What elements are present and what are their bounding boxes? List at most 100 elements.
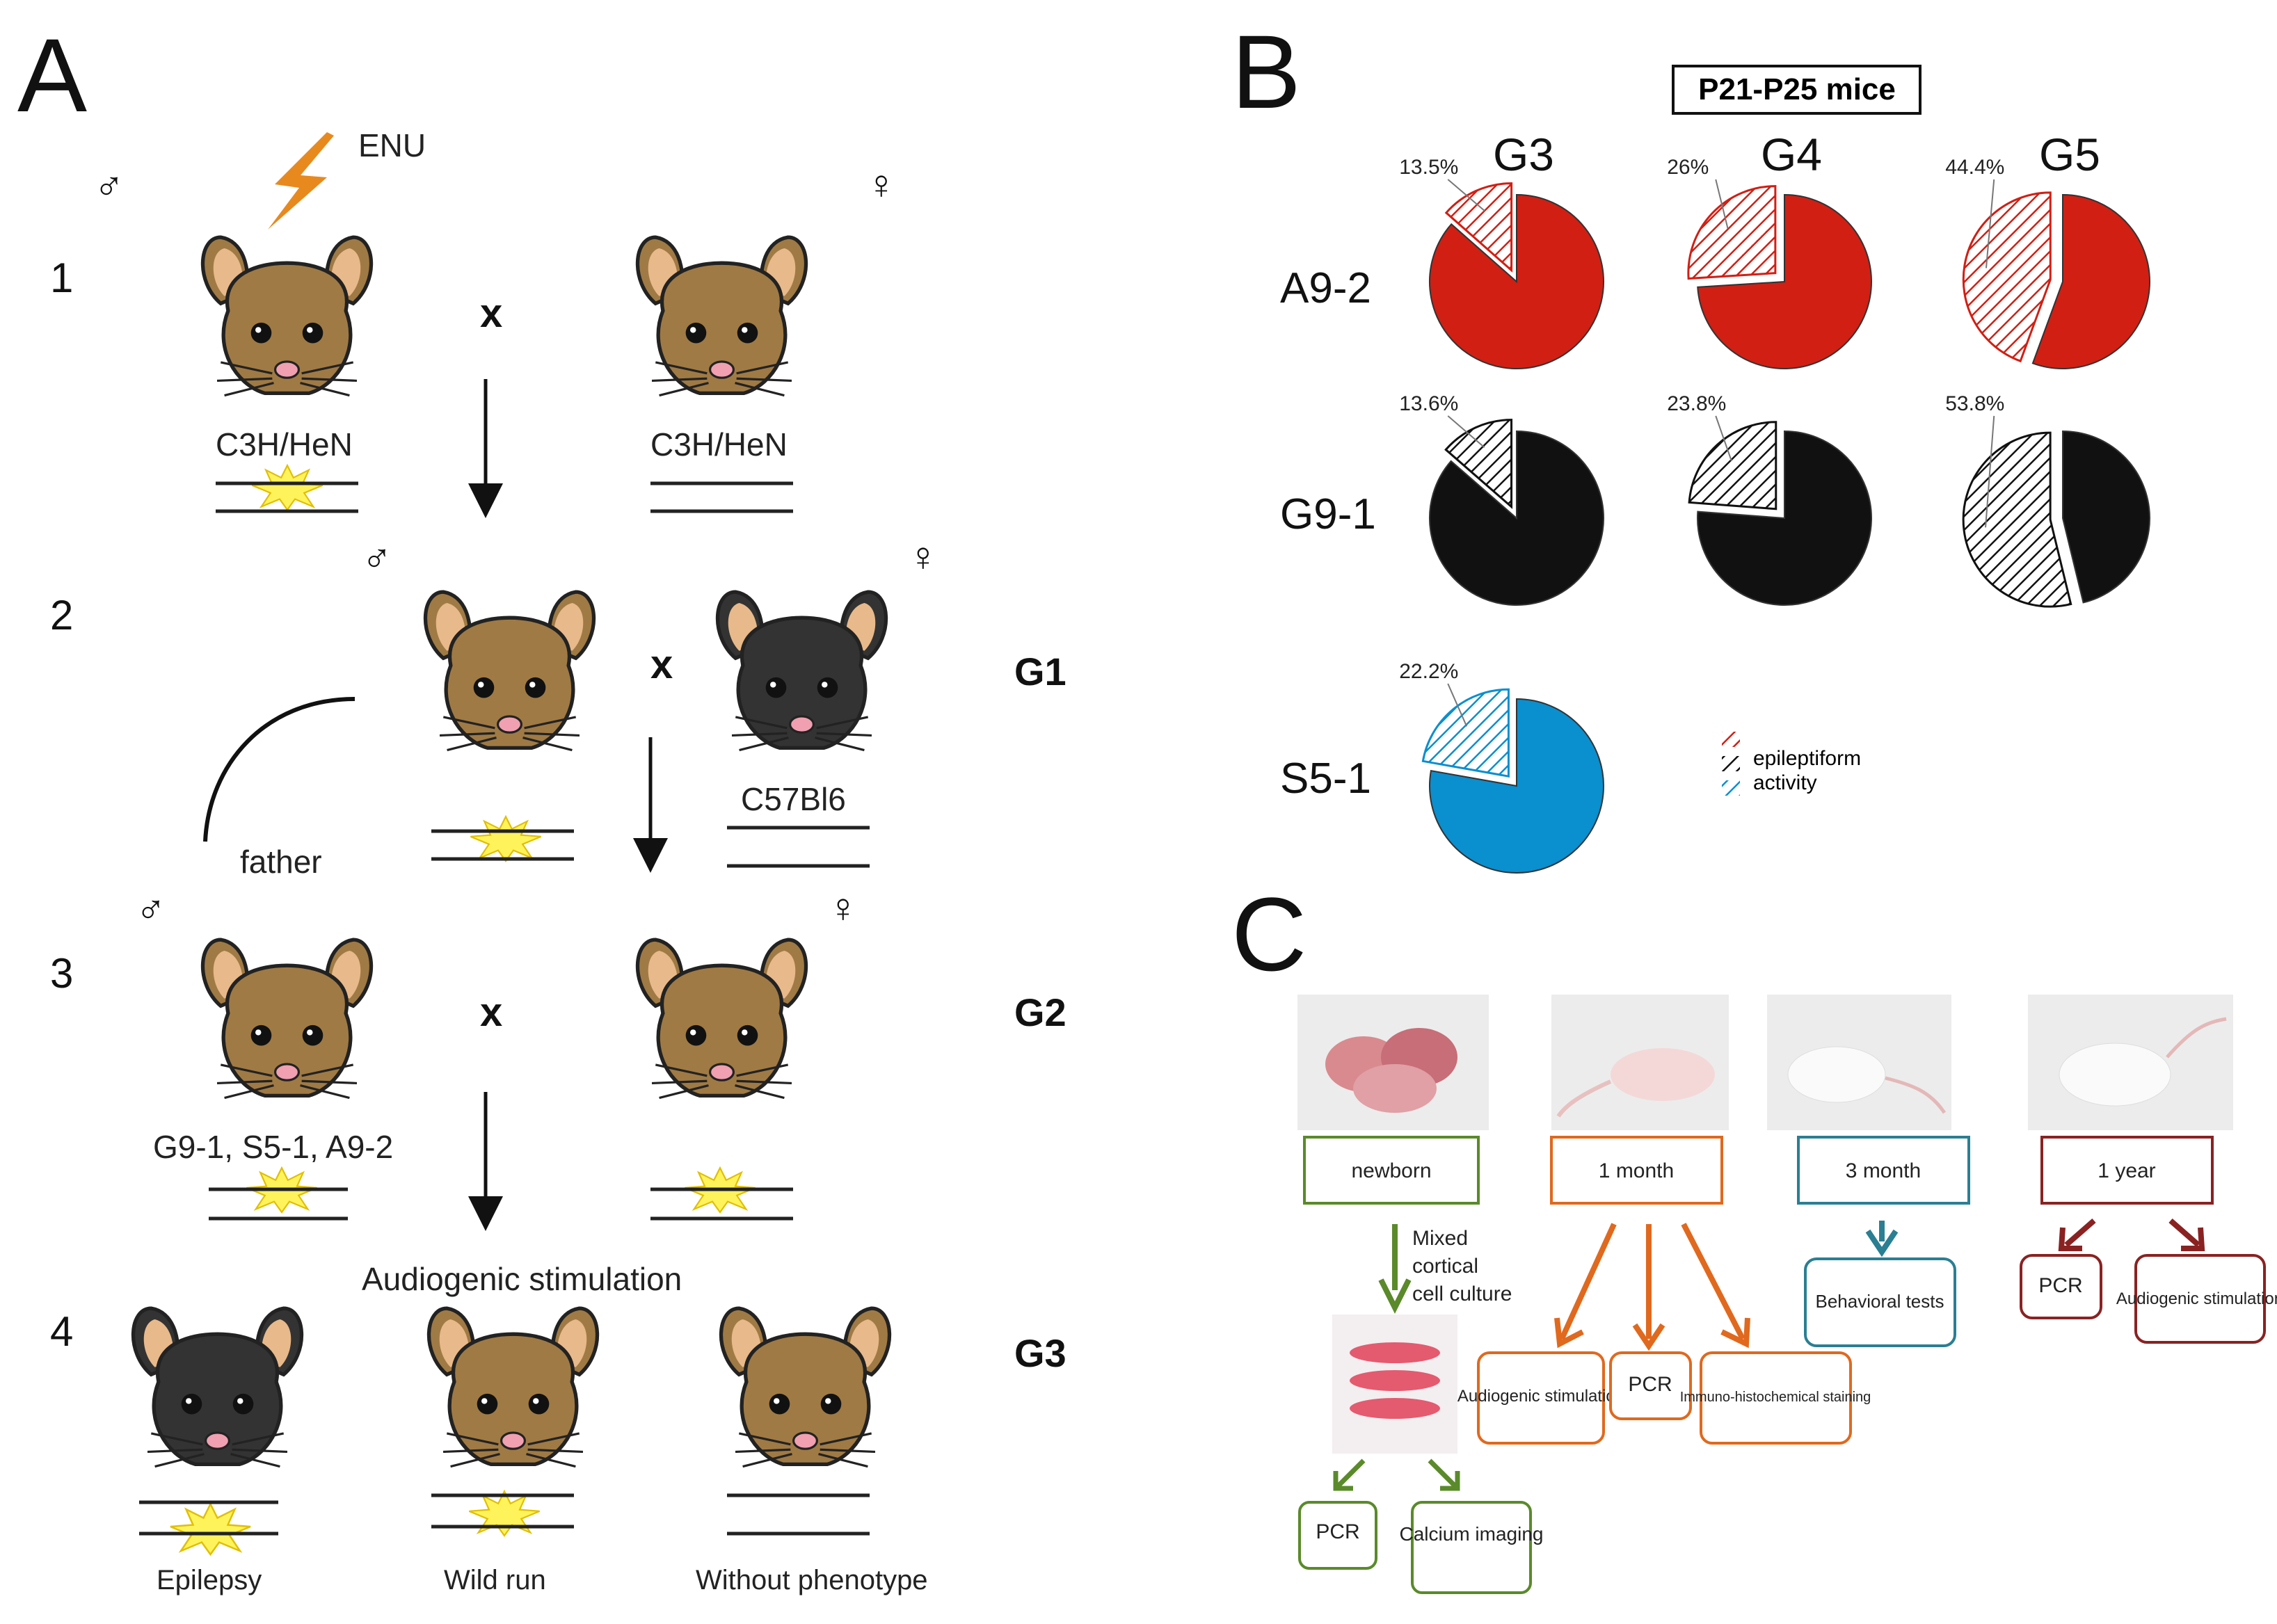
pie-S5-1-G3-leader xyxy=(1447,683,1468,727)
phenotype-without: Without phenotype xyxy=(696,1565,928,1595)
pie-G9-1-G5-leader xyxy=(1985,415,1995,528)
mutation-star-2 xyxy=(470,816,542,862)
father-label: father xyxy=(240,844,322,880)
pie-A9-2-G5-leader xyxy=(1985,179,1995,268)
pie-G9-1-G3-label: 13.6% xyxy=(1399,392,1458,415)
age-label-3-month: 3 month xyxy=(1846,1159,1921,1182)
father-curve xyxy=(203,697,355,842)
label-newborn-pcr: PCR xyxy=(1316,1520,1359,1543)
pie-A9-2-G3-main-slice xyxy=(1429,193,1605,369)
mouse-g2-male xyxy=(202,940,371,1098)
col-label-g5: G5 xyxy=(2039,129,2100,180)
pie-G9-1-G4-main-slice xyxy=(1697,430,1872,606)
mutagen-label: ENU xyxy=(358,127,426,163)
pie-A9-2-G4-label: 26% xyxy=(1667,156,1709,179)
mouse-c57-female xyxy=(717,592,886,750)
pie-G9-1-G5-main-slice xyxy=(2062,430,2150,604)
panel-a: A ENU 1 2 3 4 G1 G2 G3 ♂ ♀ x C3H/HeN C3H… xyxy=(17,17,1066,1595)
age-label-newborn: newborn xyxy=(1351,1159,1431,1182)
cross-2: x xyxy=(650,642,673,687)
pie-G9-1-G5-label: 53.8% xyxy=(1945,392,2004,415)
strain-c57: C57Bl6 xyxy=(741,781,846,817)
chart-title: P21-P25 mice xyxy=(1698,72,1896,106)
pie-G9-1-G4-epileptiform-slice xyxy=(1688,421,1777,510)
pie-G9-1-G3-main-slice xyxy=(1429,430,1604,606)
pie-A9-2-G5-main-slice xyxy=(2031,193,2150,369)
mouse-g2-female xyxy=(637,940,806,1098)
culture-text-3: cell culture xyxy=(1412,1283,1512,1305)
legend-swatch-red xyxy=(1722,732,1740,747)
pie-A9-2-G4-leader xyxy=(1715,179,1729,229)
label-1m-pcr: PCR xyxy=(1628,1373,1672,1396)
row-label-s5-1: S5-1 xyxy=(1280,755,1371,803)
mouse-c3h-female xyxy=(637,237,806,395)
step-4: 4 xyxy=(50,1308,73,1355)
panel-b-letter: B xyxy=(1231,13,1301,130)
box-newborn-pcr xyxy=(1298,1501,1377,1570)
pie-G9-1-G4-label: 23.8% xyxy=(1667,392,1726,415)
pie-A9-2-G5-epileptiform-slice xyxy=(1962,191,2052,363)
box-1m-pcr xyxy=(1609,1351,1692,1420)
pie-charts: 13.5%26%44.4%13.6%23.8%53.8%22.2% xyxy=(1399,156,2150,874)
gen-g1: G1 xyxy=(1014,650,1066,693)
culture-text-1: Mixed xyxy=(1412,1227,1468,1250)
box-behavioral-tests xyxy=(1804,1257,1956,1347)
phenotype-epilepsy: Epilepsy xyxy=(157,1565,262,1595)
legend-swatch-black xyxy=(1722,756,1740,771)
cross-1: x xyxy=(480,291,502,336)
cross-3: x xyxy=(480,990,502,1035)
age-box-1-year xyxy=(2040,1136,2214,1205)
pie-A9-2-G3-epileptiform-slice xyxy=(1444,182,1513,273)
pie-G9-1-G3-leader xyxy=(1447,415,1485,449)
box-1y-audiogenic xyxy=(2134,1254,2266,1344)
gen-g3: G3 xyxy=(1014,1331,1066,1375)
male-symbol-1: ♂ xyxy=(94,162,125,207)
pie-G9-1-G3-epileptiform-slice xyxy=(1444,419,1513,509)
panel-c: C newborn 1 month 3 month 1 year Mixed c… xyxy=(1231,876,2277,1594)
legend-swatch-blue xyxy=(1722,780,1740,796)
culture-text-2: cortical xyxy=(1412,1255,1478,1278)
mutation-star-5 xyxy=(169,1502,252,1556)
box-1m-immuno xyxy=(1700,1351,1852,1445)
step-1: 1 xyxy=(50,255,73,301)
female-symbol-1: ♀ xyxy=(866,162,897,207)
age-box-1-month xyxy=(1550,1136,1723,1205)
mouse-g1-male xyxy=(425,592,593,750)
pie-A9-2-G3-label: 13.5% xyxy=(1399,156,1458,179)
strain-c3h-right: C3H/HeN xyxy=(650,426,788,463)
label-1y-audiogenic: Audiogenic stimulation xyxy=(2116,1289,2277,1308)
label-1y-pcr: PCR xyxy=(2038,1274,2082,1297)
pie-A9-2-G3-leader xyxy=(1447,179,1485,211)
legend: epileptiform activity xyxy=(1722,732,1861,796)
lines-label: G9-1, S5-1, A9-2 xyxy=(153,1129,393,1165)
box-calcium-imaging xyxy=(1411,1501,1532,1594)
gen-g2: G2 xyxy=(1014,990,1066,1034)
box-1m-audiogenic xyxy=(1477,1351,1605,1445)
age-label-1-year: 1 year xyxy=(2098,1159,2155,1182)
row-label-g9-1: G9-1 xyxy=(1280,490,1376,538)
age-box-3-month xyxy=(1797,1136,1970,1205)
col-label-g4: G4 xyxy=(1761,129,1822,180)
age-box-newborn xyxy=(1303,1136,1480,1205)
pie-G9-1-G4-leader xyxy=(1715,415,1732,462)
step-3: 3 xyxy=(50,950,73,997)
panel-c-letter: C xyxy=(1231,876,1307,992)
mouse-epilepsy xyxy=(133,1308,301,1466)
panel-a-letter: A xyxy=(17,17,87,134)
female-symbol-3: ♀ xyxy=(828,885,858,931)
age-label-1-month: 1 month xyxy=(1599,1159,1674,1182)
col-label-g3: G3 xyxy=(1493,129,1554,180)
chart-title-box xyxy=(1672,65,1922,115)
label-1m-audiogenic: Audiogenic stimulation xyxy=(1457,1387,1624,1406)
male-symbol-2: ♂ xyxy=(362,534,392,579)
strain-c3h-left: C3H/HeN xyxy=(216,426,353,463)
step-2: 2 xyxy=(50,592,73,638)
pie-A9-2-G4-main-slice xyxy=(1697,193,1872,369)
male-symbol-3: ♂ xyxy=(136,885,166,931)
label-1m-immuno: Immuno-histochemical staining xyxy=(1680,1390,1871,1405)
pie-G9-1-G5-epileptiform-slice xyxy=(1962,431,2072,608)
legend-text-2: activity xyxy=(1753,771,1817,794)
mouse-c3h-male xyxy=(202,237,371,395)
mutation-star-6 xyxy=(468,1490,541,1537)
